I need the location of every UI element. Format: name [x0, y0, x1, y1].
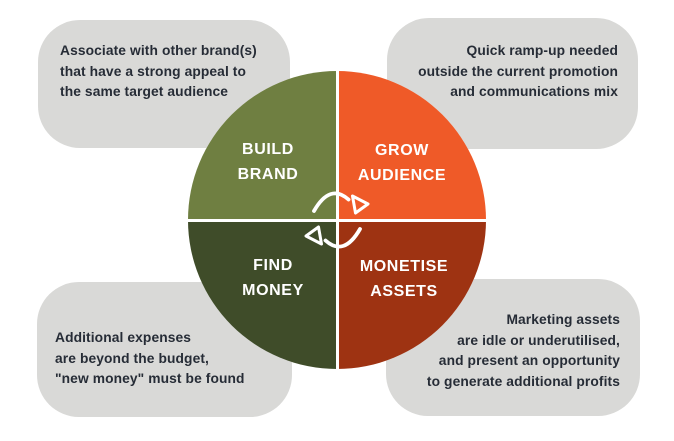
quadrant-build-brand: [188, 71, 336, 219]
quadrant-monetise-assets: [338, 221, 486, 369]
quadrant-label-find-money: FIND MONEY: [242, 257, 304, 299]
quadrant-label-grow-audience: GROW AUDIENCE: [357, 142, 447, 184]
quadrant-grow-audience: [338, 71, 486, 219]
quadrant-circle: BUILD BRAND GROW AUDIENCE FIND MONEY MON…: [188, 71, 486, 369]
quadrant-find-money: [188, 221, 336, 369]
quadrant-label-build-brand: BUILD BRAND: [237, 141, 299, 183]
quadrant-label-monetise-assets: MONETISE ASSETS: [359, 258, 449, 300]
